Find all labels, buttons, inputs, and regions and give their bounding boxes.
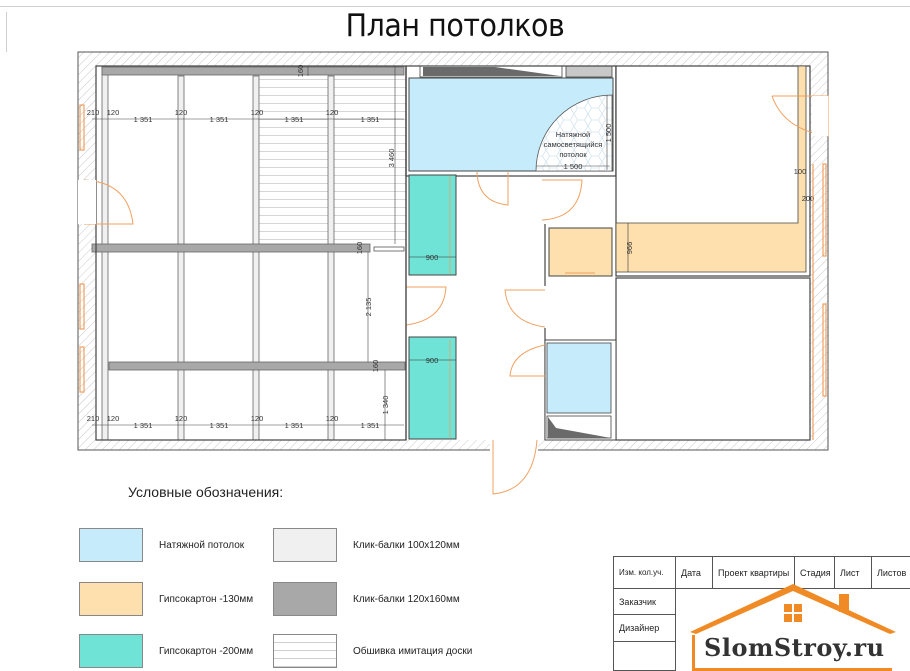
legend-item-boards: Обшивка имитация доски <box>273 634 472 668</box>
svg-text:1 351: 1 351 <box>361 115 380 124</box>
bathroom-door-2 <box>541 179 583 221</box>
niche-lower-drywall-200 <box>408 336 457 440</box>
window-icon <box>784 604 802 622</box>
svg-text:1 351: 1 351 <box>285 115 304 124</box>
click-beams-dark <box>91 66 406 371</box>
svg-text:1 351: 1 351 <box>361 421 380 430</box>
logo-text: SlomStroy.ru <box>704 633 885 662</box>
legend-item-beam-dark: Клик-балки 120х160мм <box>273 582 460 616</box>
dim-room-upper: 3 460 <box>387 149 396 168</box>
svg-text:210: 210 <box>87 414 100 423</box>
vertical-dimension-lines <box>307 66 396 440</box>
glow-ceiling-note-2: самосветящийся <box>544 140 603 149</box>
right-windows <box>812 163 827 440</box>
dim-beam-top: 160 <box>296 65 305 78</box>
svg-text:120: 120 <box>107 414 120 423</box>
svg-text:1 351: 1 351 <box>210 115 229 124</box>
bedroom-upper <box>615 65 811 277</box>
tb-sheets: Листов <box>872 557 910 589</box>
svg-text:1 351: 1 351 <box>134 115 153 124</box>
svg-text:120: 120 <box>175 414 188 423</box>
sheet-border-left <box>6 12 7 52</box>
page-title: План потолков <box>345 8 565 44</box>
legend-swatch-drywall-200 <box>79 634 143 668</box>
dim-bedroom-100: 100 <box>794 167 807 176</box>
entrance-door <box>492 439 538 495</box>
legend-label: Клик-балки 120х160мм <box>353 593 460 605</box>
svg-text:1 351: 1 351 <box>134 421 153 430</box>
dim-niche-upper: 900 <box>426 253 439 262</box>
dimension-labels-bottom: 210 120 1 351 120 1 351 120 1 351 120 1 … <box>87 414 380 430</box>
legend-label: Гипсокартон -130мм <box>159 593 254 605</box>
bathroom-stretch-ceiling <box>405 65 617 177</box>
tb-customer: Заказчик <box>614 589 676 615</box>
svg-text:120: 120 <box>326 414 339 423</box>
dim-bedroom-strip: 966 <box>625 242 634 255</box>
lower-bathroom-door <box>509 344 546 377</box>
tb-project: Проект квартиры <box>713 557 795 589</box>
dim-glow-vertical: 1 500 <box>604 124 613 143</box>
legend-swatch-beam-light <box>273 528 337 562</box>
tb-empty <box>614 642 676 671</box>
roof-icon <box>690 584 896 634</box>
glow-ceiling-note-3: потолок <box>559 150 587 159</box>
tb-date: Дата <box>676 557 713 589</box>
niche-upper-drywall-200 <box>408 174 457 276</box>
title-block-header: Изм. кол.уч. Дата Проект квартиры Стадия… <box>614 557 910 589</box>
dimension-labels-top: 210 120 1 351 120 1 351 120 1 351 120 1 … <box>87 108 380 124</box>
glow-ceiling-note: Натяжной <box>556 130 590 139</box>
legend-item-stretch-ceiling: Натяжной потолок <box>79 528 244 562</box>
bathroom-door-1 <box>476 171 509 206</box>
title-block: Изм. кол.уч. Дата Проект квартиры Стадия… <box>613 556 910 671</box>
legend-title: Условные обозначения: <box>128 484 284 500</box>
legend-label: Клик-балки 100х120мм <box>353 539 460 551</box>
dim-niche-lower: 900 <box>426 356 439 365</box>
dim-beam-mid: 160 <box>355 242 364 255</box>
svg-text:120: 120 <box>326 108 339 117</box>
legend-swatch-drywall-130 <box>79 582 143 616</box>
legend-item-drywall-130: Гипсокартон -130мм <box>79 582 253 616</box>
lower-bathroom-stretch-ceiling <box>544 339 617 441</box>
svg-text:120: 120 <box>107 108 120 117</box>
dim-room-low: 1 340 <box>381 396 390 415</box>
tb-designer: Дизайнер <box>614 615 676 642</box>
legend-swatch-boards <box>273 634 337 668</box>
dim-bedroom-200: 200 <box>802 194 815 203</box>
tb-stage: Стадия <box>795 557 835 589</box>
left-windows <box>79 104 85 393</box>
dim-glow-horizontal: 1 500 <box>564 162 583 171</box>
dim-room-mid: 2 135 <box>364 298 373 317</box>
closet-drywall-130 <box>548 227 613 277</box>
dim-beam-low: 160 <box>371 360 380 373</box>
svg-text:1 351: 1 351 <box>285 421 304 430</box>
svg-text:120: 120 <box>175 108 188 117</box>
chimney-icon <box>839 594 849 612</box>
svg-text:1 351: 1 351 <box>210 421 229 430</box>
svg-text:210: 210 <box>87 108 100 117</box>
tb-sheet: Лист <box>835 557 872 589</box>
tb-changes: Изм. кол.уч. <box>614 557 676 589</box>
corridor-door-right-upper <box>504 289 546 328</box>
legend-label: Гипсокартон -200мм <box>159 645 254 657</box>
corridor-door-left-upper <box>405 286 447 326</box>
legend-item-drywall-200: Гипсокартон -200мм <box>79 634 253 668</box>
sheet-border-top <box>0 6 910 7</box>
legend-label: Обшивка имитация доски <box>353 645 473 657</box>
legend-item-beam-light: Клик-балки 100х120мм <box>273 528 460 562</box>
legend-swatch-beam-dark <box>273 582 337 616</box>
legend-label: Натяжной потолок <box>159 539 245 551</box>
svg-text:120: 120 <box>251 414 264 423</box>
legend-swatch-stretch <box>79 528 143 562</box>
svg-text:120: 120 <box>251 108 264 117</box>
